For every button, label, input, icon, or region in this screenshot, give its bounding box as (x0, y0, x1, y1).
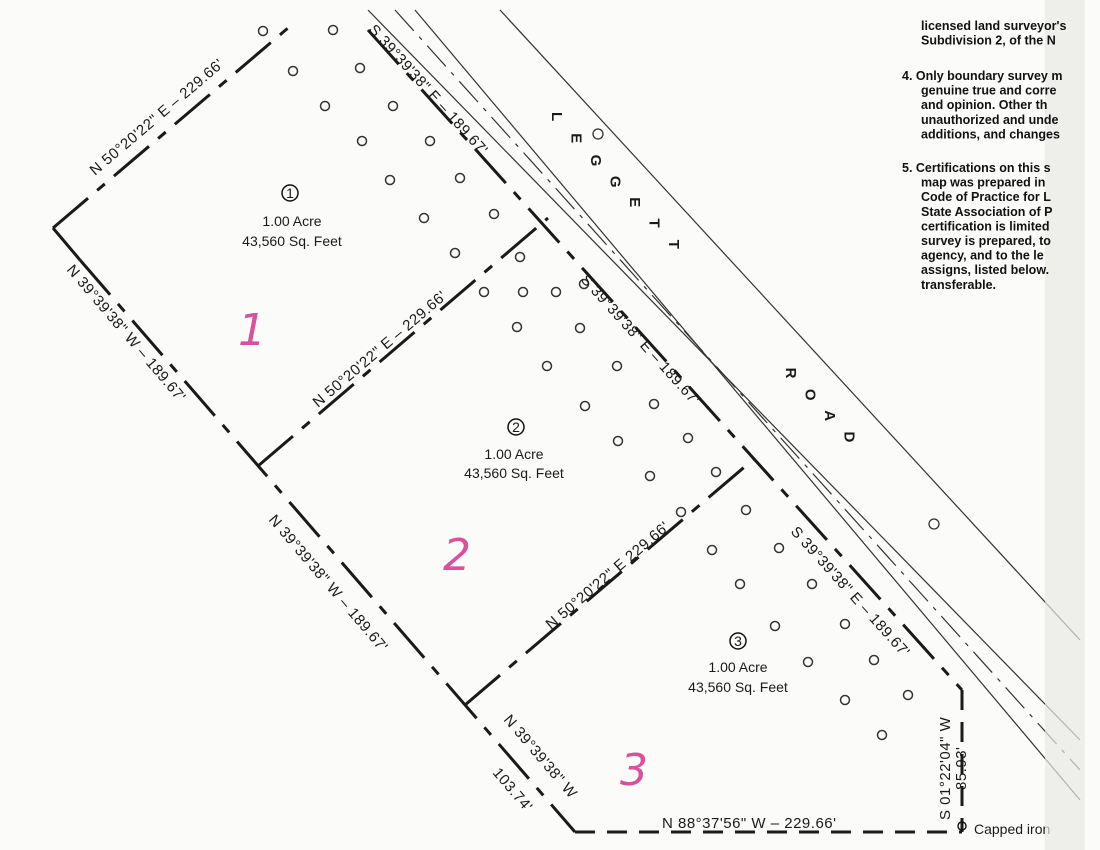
tree-icon (418, 212, 430, 224)
boundary-lines (51, 20, 967, 834)
distance-southeast: 85.93' (953, 747, 970, 790)
tree-icon (541, 360, 553, 372)
note-line: additions, and changes (921, 127, 1060, 141)
tree-icon (257, 25, 269, 37)
note-line: certification is limited (921, 219, 1050, 233)
bearing-lot1-2: N 50°20'22" E – 229.66' (310, 288, 451, 411)
tree-icon (449, 247, 461, 259)
tree-icon (488, 208, 500, 220)
lot-area-acre: 1.00 Acre (262, 213, 321, 229)
tree-icon (769, 620, 781, 632)
note-line: map was prepared in (921, 176, 1045, 190)
tree-icon (806, 578, 818, 590)
tree-symbols (257, 24, 914, 741)
note-line: 5. Certifications on this s (902, 161, 1051, 175)
tree-icon (319, 100, 331, 112)
bearing-south: N 88°37'56" W – 229.66' (662, 815, 837, 832)
note-line: 4. Only boundary survey m (902, 69, 1062, 83)
bearing-east-lot3: S 39°39'38" E – 189.67' (787, 523, 913, 660)
tree-icon (611, 360, 623, 372)
bearing-east-lot2: S 39°39'38" E – 189.67' (577, 271, 703, 408)
tree-icon (675, 506, 687, 518)
tree-icon (517, 286, 529, 298)
tree-icon (839, 618, 851, 630)
road-name-label: LEGGETTROAD (548, 112, 858, 443)
tree-icon (876, 729, 888, 741)
bearing-southeast: S 01°22'04" W (937, 716, 954, 820)
lot-handwritten-number: 2 (443, 530, 471, 581)
lot-number-circle (281, 184, 299, 202)
lot-1[interactable]: 1 1.00 Acre 43,560 Sq. Feet 1 (238, 184, 342, 356)
tree-icon (579, 400, 591, 412)
lot-3[interactable]: 3 1.00 Acre 43,560 Sq. Feet 3 (620, 632, 788, 796)
note-line: and opinion. Other th (921, 98, 1047, 112)
tree-icon (387, 100, 399, 112)
note-line: genuine true and corre (921, 84, 1056, 98)
note-line: licensed land surveyor's (921, 19, 1066, 33)
road-monument-icon (928, 518, 940, 530)
lot-area-sqft: 43,560 Sq. Feet (242, 233, 342, 249)
tree-icon (648, 398, 660, 410)
note-line: transferable. (921, 278, 996, 292)
lot-number: 1 (286, 185, 294, 201)
lot-handwritten-number: 3 (620, 745, 648, 796)
tree-icon (384, 174, 396, 186)
bearing-west-upper: N 39°39'38" W – 189.67' (63, 262, 189, 406)
road-monument-icon (592, 128, 604, 140)
tree-icon (578, 278, 590, 290)
tree-icon (478, 286, 490, 298)
tree-icon (550, 286, 562, 298)
tree-icon (454, 172, 466, 184)
tree-icon (574, 322, 586, 334)
tree-icon (734, 578, 746, 590)
tree-icon (773, 542, 785, 554)
tree-icon (424, 135, 436, 147)
lot-number-circle (507, 418, 525, 436)
note-line: agency, and to the le (921, 249, 1044, 263)
corner-label: Capped iron (974, 821, 1050, 837)
tree-icon (839, 694, 851, 706)
tree-icon (644, 470, 656, 482)
road-name: LEGGETTROAD (548, 112, 858, 443)
tree-icon (327, 24, 339, 36)
bearing-lot2-3: N 50°20'22" E 229.66' (543, 518, 673, 633)
lot-number-circle (729, 632, 747, 650)
bearing-top: N 50°20'22" E – 229.66' (87, 56, 228, 179)
bearing-west-middle: N 39°39'38" W – 189.67' (265, 512, 391, 656)
lot-area-sqft: 43,560 Sq. Feet (688, 679, 788, 695)
note-line: Code of Practice for L (921, 190, 1051, 204)
tree-icon (706, 544, 718, 556)
lot-number: 3 (734, 633, 742, 649)
note-line: assigns, listed below. (921, 263, 1049, 277)
tree-icon (511, 321, 523, 333)
distance-west-lower: 103.74' (489, 765, 536, 816)
tree-icon (710, 466, 722, 478)
road-lines (367, 9, 1081, 801)
tree-icon (356, 135, 368, 147)
tree-icon (868, 654, 880, 666)
note-line: unauthorized and unde (921, 113, 1059, 127)
lot-area-acre: 1.00 Acre (484, 446, 543, 462)
lot-number: 2 (512, 419, 520, 435)
lot-area-sqft: 43,560 Sq. Feet (464, 465, 564, 481)
lot-2[interactable]: 2 1.00 Acre 43,560 Sq. Feet 2 (443, 418, 564, 581)
tree-icon (287, 65, 299, 77)
tree-icon (802, 656, 814, 668)
bearing-east-lot1: S 39°39'38" E – 189.67' (365, 21, 491, 158)
note-line: survey is prepared, to (921, 234, 1051, 248)
tree-icon (612, 435, 624, 447)
tree-icon (740, 504, 752, 516)
tree-icon (514, 251, 526, 263)
tree-icon (902, 689, 914, 701)
lot-area-acre: 1.00 Acre (708, 659, 767, 675)
note-line: State Association of P (921, 205, 1053, 219)
tree-icon (682, 432, 694, 444)
capped-iron-icon (957, 821, 967, 831)
note-line: Subdivision 2, of the N (921, 34, 1056, 48)
tree-icon (354, 62, 366, 74)
lot-handwritten-number: 1 (238, 305, 266, 356)
